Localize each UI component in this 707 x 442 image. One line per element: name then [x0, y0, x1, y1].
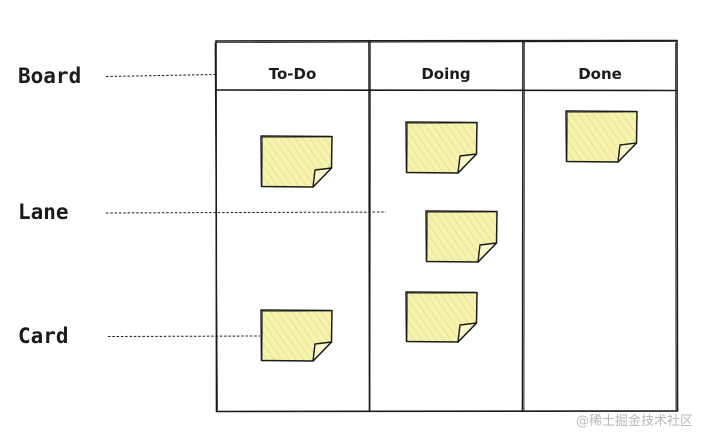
sticky-note-sketch-line — [261, 310, 332, 361]
card-label: Card — [18, 324, 69, 348]
lane-divider-2-sketch — [523, 41, 525, 411]
card-doing-2 — [425, 210, 498, 263]
sticky-note-sketch-line — [406, 292, 477, 342]
lane-title-done: Done — [578, 65, 622, 83]
card-todo-1 — [260, 135, 333, 188]
lane-label: Lane — [18, 200, 69, 224]
lane-divider-1-sketch — [369, 41, 371, 411]
card-pointer-line — [107, 335, 261, 337]
lane-pointer-line — [105, 211, 387, 214]
board-pointer-line — [105, 74, 217, 77]
sticky-note-fold — [617, 142, 638, 163]
watermark: @稀土掘金技术社区 — [576, 413, 693, 429]
lane-title-doing: Doing — [421, 65, 470, 83]
sticky-note-sketch-line — [261, 136, 332, 187]
sticky-note-fold — [477, 242, 498, 263]
sticky-note-fold — [457, 322, 478, 343]
sticky-note-fold — [312, 341, 333, 362]
card-done-1 — [565, 110, 638, 163]
sticky-note-sketch-line — [426, 211, 497, 262]
sticky-note-body — [405, 291, 478, 343]
lane-title-todo: To-Do — [269, 65, 317, 83]
sticky-note-fold — [457, 153, 478, 174]
lane-divider-2 — [521, 39, 524, 412]
card-doing-1 — [405, 121, 478, 174]
sticky-note-fold — [312, 167, 333, 188]
card-todo-2 — [260, 309, 333, 362]
board-outline-sketch — [214, 41, 677, 411]
lane-divider-1 — [368, 39, 371, 412]
cards-layer — [260, 110, 638, 362]
card-doing-3 — [405, 291, 478, 343]
board-label: Board — [18, 64, 81, 88]
header-divider — [215, 89, 678, 92]
sticky-note-sketch-line — [566, 111, 637, 162]
board — [214, 39, 679, 413]
sticky-note-sketch-line — [406, 122, 477, 173]
